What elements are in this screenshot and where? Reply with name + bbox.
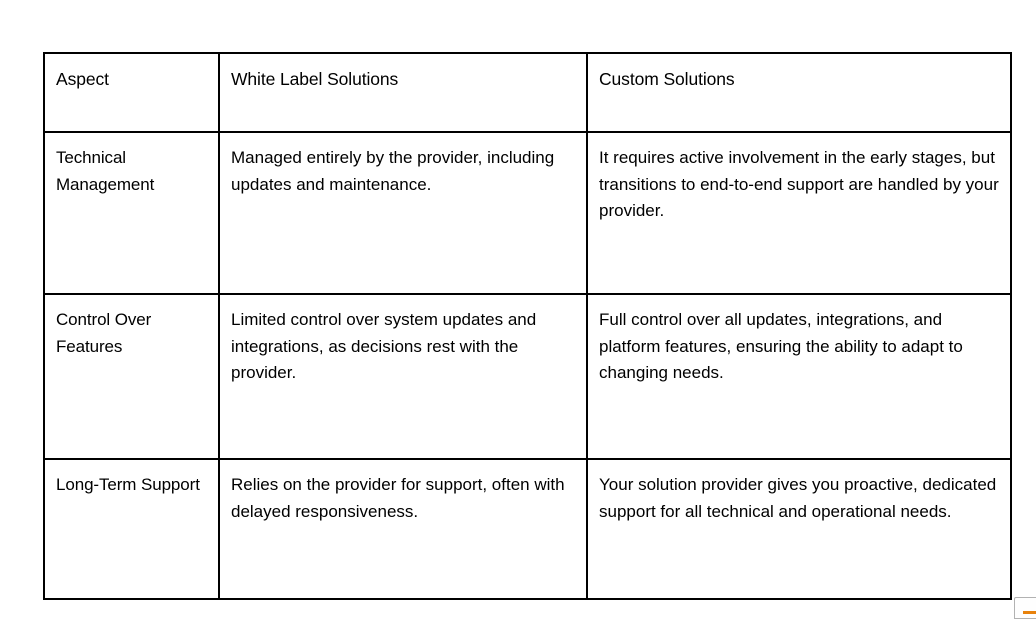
table-row: Long-Term Support Relies on the provider…: [43, 458, 1012, 600]
table-row: Technical Management Managed entirely by…: [43, 131, 1012, 295]
column-header-custom-solutions: Custom Solutions: [586, 52, 1012, 133]
row-label-control-over-features: Control Over Features: [43, 293, 220, 460]
cell-control-over-features-custom: Full control over all updates, integrati…: [586, 293, 1012, 460]
cell-technical-management-white-label: Managed entirely by the provider, includ…: [218, 131, 588, 295]
cell-control-over-features-white-label: Limited control over system updates and …: [218, 293, 588, 460]
column-header-white-label-solutions: White Label Solutions: [218, 52, 588, 133]
row-label-long-term-support: Long-Term Support: [43, 458, 220, 600]
comparison-table: Aspect White Label Solutions Custom Solu…: [43, 52, 1012, 600]
row-label-technical-management: Technical Management: [43, 131, 220, 295]
accent-bar: [1023, 611, 1036, 614]
table-row: Control Over Features Limited control ov…: [43, 293, 1012, 460]
cell-long-term-support-white-label: Relies on the provider for support, ofte…: [218, 458, 588, 600]
cell-long-term-support-custom: Your solution provider gives you proacti…: [586, 458, 1012, 600]
table-header-row: Aspect White Label Solutions Custom Solu…: [43, 52, 1012, 133]
column-header-aspect: Aspect: [43, 52, 220, 133]
corner-popup-panel[interactable]: [1014, 597, 1036, 619]
cell-technical-management-custom: It requires active involvement in the ea…: [586, 131, 1012, 295]
